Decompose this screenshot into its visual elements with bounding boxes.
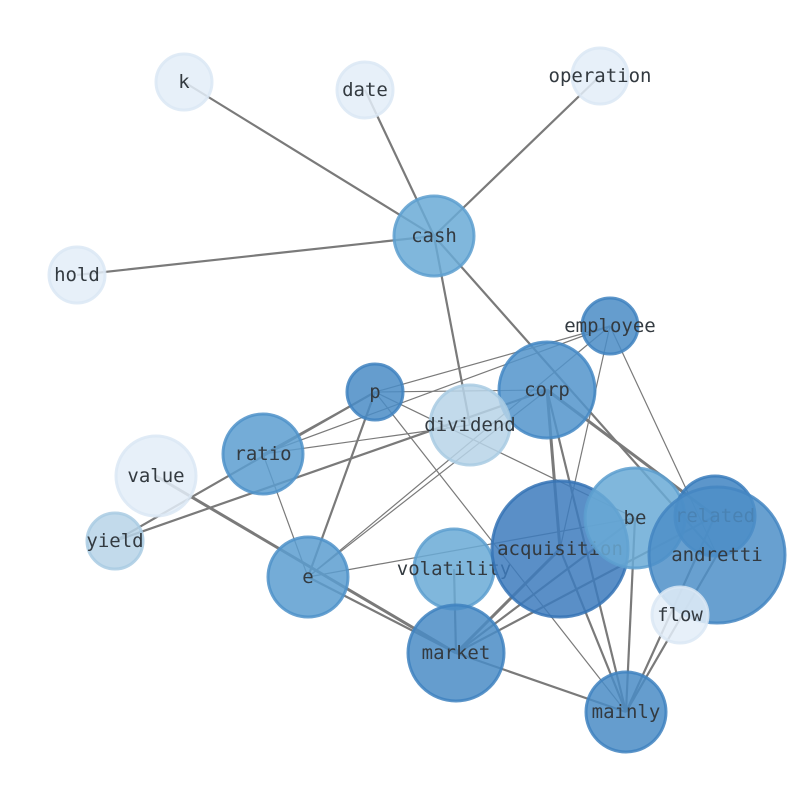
node-label-k: k: [178, 71, 190, 93]
node-ratio: ratio: [221, 412, 305, 496]
node-mainly: mainly: [584, 670, 668, 754]
node-label-employee: employee: [564, 315, 656, 337]
node-label-yield: yield: [86, 530, 143, 552]
node-circle-p: [345, 362, 405, 422]
node-label-date: date: [342, 79, 388, 101]
node-circle-market: [406, 603, 506, 703]
node-label-be: be: [624, 507, 647, 529]
node-circle-e: [266, 535, 350, 619]
node-label-flow: flow: [657, 604, 703, 626]
node-operation: operation: [549, 46, 652, 106]
node-circle-date: [335, 60, 395, 120]
node-label-p: p: [369, 381, 380, 403]
node-circle-ratio: [221, 412, 305, 496]
node-label-mainly: mainly: [592, 701, 661, 723]
node-circle-employee: [580, 296, 640, 356]
node-circle-yield: [85, 511, 145, 571]
node-label-corp: corp: [524, 379, 570, 401]
node-label-hold: hold: [54, 264, 100, 286]
node-flow: flow: [650, 585, 710, 645]
node-circle-cash: [392, 194, 476, 278]
node-label-cash: cash: [411, 225, 457, 247]
node-circle-mainly: [584, 670, 668, 754]
node-circle-dividend: [428, 383, 512, 467]
node-label-ratio: ratio: [234, 443, 291, 465]
node-circle-operation: [570, 46, 630, 106]
node-circle-hold: [47, 245, 107, 305]
node-dividend: dividend: [424, 383, 516, 467]
node-label-volatility: volatility: [397, 558, 511, 580]
node-hold: hold: [47, 245, 107, 305]
node-employee: employee: [564, 296, 656, 356]
edge-hold-cash: [76, 234, 435, 277]
node-k: k: [154, 52, 214, 112]
node-corp: corp: [497, 340, 597, 440]
node-e: e: [266, 535, 350, 619]
node-label-operation: operation: [549, 65, 652, 87]
node-p: p: [345, 362, 405, 422]
edge-k-cash: [183, 81, 435, 237]
node-label-market: market: [422, 642, 491, 664]
node-cash: cash: [392, 194, 476, 278]
node-market: market: [406, 603, 506, 703]
node-circle-corp: [497, 340, 597, 440]
edge-employee-p: [374, 325, 611, 393]
node-circle-flow: [650, 585, 710, 645]
node-label-value: value: [127, 465, 184, 487]
node-yield: yield: [85, 511, 145, 571]
node-label-andretti: andretti: [671, 544, 763, 566]
node-date: date: [335, 60, 395, 120]
node-volatility: volatility: [397, 527, 511, 611]
node-label-e: e: [302, 566, 313, 588]
node-circle-k: [154, 52, 214, 112]
node-label-dividend: dividend: [424, 414, 516, 436]
node-layer: k date operation hold cash employee p corp divid…: [47, 46, 787, 754]
node-circle-value: [114, 434, 198, 518]
node-value: value: [114, 434, 198, 518]
